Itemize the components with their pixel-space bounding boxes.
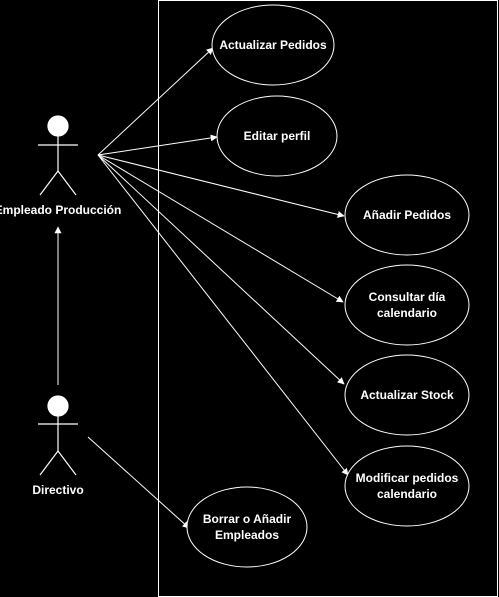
use-case-consultar-dia-calendario[interactable]: Consultar día calendario xyxy=(344,264,470,346)
actor-directivo-label: Directivo xyxy=(32,483,83,497)
use-case-label-line-1: Borrar o Añadir xyxy=(203,512,292,526)
association-empleado-uc1 xyxy=(97,47,214,156)
use-case-editar-perfil[interactable]: Editar perfil xyxy=(216,95,338,177)
use-case-modificar-pedidos-calendario[interactable]: Modificar pedidos calendario xyxy=(344,445,470,527)
use-case-ellipse xyxy=(211,4,335,86)
use-case-actualizar-pedidos[interactable]: Actualizar Pedidos xyxy=(211,4,335,86)
actor-head xyxy=(47,115,69,137)
actor-directivo[interactable] xyxy=(38,395,78,476)
use-case-actualizar-stock[interactable]: Actualizar Stock xyxy=(344,354,470,436)
actor-leg-right xyxy=(57,450,77,476)
use-case-ellipse xyxy=(344,174,470,256)
use-case-label-line-1: Consultar día xyxy=(369,290,446,304)
use-case-ellipse xyxy=(344,354,470,436)
use-case-label: Actualizar Pedidos xyxy=(219,38,327,52)
association-empleado-uc2 xyxy=(97,134,218,156)
use-case-label: Actualizar Stock xyxy=(360,388,454,402)
use-case-label-line-2: calendario xyxy=(377,306,437,320)
association-empleado-uc4 xyxy=(97,154,344,303)
actor-head xyxy=(47,395,69,417)
actor-leg-right xyxy=(57,170,77,196)
actor-leg-left xyxy=(39,450,59,476)
use-case-label-line-1: Modificar pedidos xyxy=(356,471,459,485)
association-empleado-uc3 xyxy=(97,154,345,218)
use-case-label-line-2: Empleados xyxy=(215,528,279,542)
association-directivo-uc7 xyxy=(87,436,190,529)
use-case-anadir-pedidos[interactable]: Añadir Pedidos xyxy=(344,174,470,256)
use-case-ellipse xyxy=(344,445,470,527)
association-empleado-uc6 xyxy=(97,154,349,476)
use-case-ellipse xyxy=(344,264,470,346)
use-case-label-line-2: calendario xyxy=(377,487,437,501)
use-case-label: Añadir Pedidos xyxy=(363,208,451,222)
actor-empleado-produccion[interactable] xyxy=(38,115,78,196)
associations xyxy=(87,47,349,529)
use-case-borrar-anadir-empleados[interactable]: Borrar o Añadir Empleados xyxy=(186,486,308,568)
use-case-ellipse xyxy=(216,95,338,177)
use-case-label: Editar perfil xyxy=(244,129,311,143)
actor-empleado-label: Empleado Producción xyxy=(0,203,121,217)
association-empleado-uc5 xyxy=(97,154,345,385)
use-case-ellipse xyxy=(186,486,308,568)
actor-leg-left xyxy=(39,170,59,196)
